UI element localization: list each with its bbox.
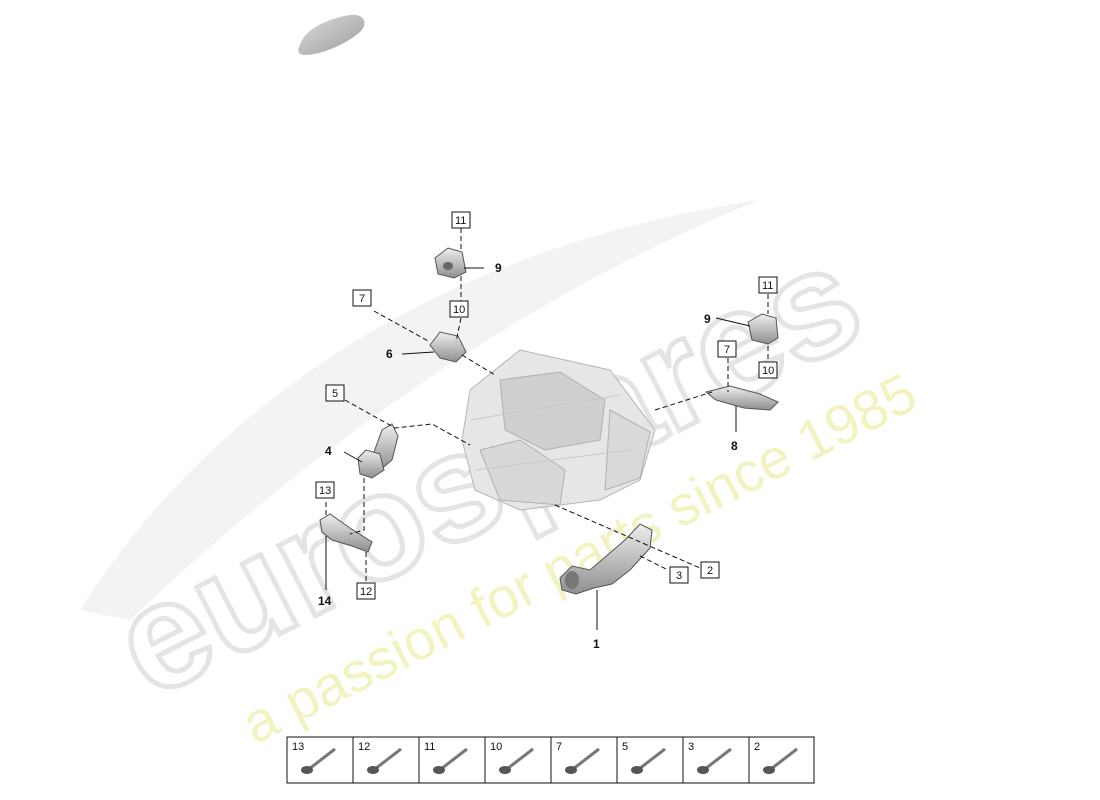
svg-text:7: 7 xyxy=(359,293,365,305)
bolt-icon xyxy=(367,747,402,774)
part-9-top-mount xyxy=(434,247,467,279)
hardware-number: 7 xyxy=(556,741,562,753)
hardware-cell-11: 11 xyxy=(418,737,468,783)
hardware-number: 10 xyxy=(490,741,502,753)
part-14-bracket xyxy=(319,513,373,553)
svg-text:13: 13 xyxy=(319,485,331,497)
hardware-cell-2: 2 xyxy=(748,737,798,783)
hardware-cell-7: 7 xyxy=(550,737,600,783)
bolt-icon xyxy=(499,747,534,774)
box-7-right: 7 xyxy=(717,340,737,358)
hardware-cell-10: 10 xyxy=(484,737,534,783)
callout-1: 1 xyxy=(593,637,600,651)
hardware-number: 13 xyxy=(292,741,304,753)
part-6-bracket xyxy=(429,331,467,363)
bolt-icon xyxy=(697,747,732,774)
box-11-right: 11 xyxy=(758,276,778,294)
box-11-top: 11 xyxy=(451,211,471,229)
part-4-mount xyxy=(357,423,399,479)
svg-text:7: 7 xyxy=(724,344,730,356)
bolt-icon xyxy=(565,747,600,774)
hardware-number: 12 xyxy=(358,741,370,753)
box-10-right: 10 xyxy=(758,361,778,379)
callout-9-top: 9 xyxy=(495,261,502,275)
hardware-strip: 13 12 11 10 7 5 3 2 xyxy=(286,736,815,784)
part-1-bracket xyxy=(559,523,653,595)
hardware-cell-13: 13 xyxy=(292,741,336,774)
part-8-bracket xyxy=(704,385,779,411)
bolt-icon xyxy=(301,747,336,774)
svg-text:10: 10 xyxy=(453,304,465,316)
box-12: 12 xyxy=(356,582,376,600)
dashed-leaders xyxy=(325,228,769,582)
bolt-icon xyxy=(433,747,468,774)
callout-14: 14 xyxy=(318,594,332,608)
bolt-icon xyxy=(631,747,666,774)
svg-text:2: 2 xyxy=(707,565,713,577)
box-5: 5 xyxy=(325,384,345,402)
svg-text:11: 11 xyxy=(762,280,773,292)
box-13: 13 xyxy=(315,481,335,499)
hardware-cell-3: 3 xyxy=(682,737,732,783)
hardware-number: 5 xyxy=(622,741,628,753)
hardware-number: 3 xyxy=(688,741,694,753)
svg-text:12: 12 xyxy=(360,586,372,598)
solid-leaders xyxy=(325,267,751,630)
box-2: 2 xyxy=(700,561,720,579)
box-10-top: 10 xyxy=(449,300,469,318)
bolt-icon xyxy=(763,747,798,774)
hardware-cell-5: 5 xyxy=(616,737,666,783)
watermark-swoosh xyxy=(80,200,760,620)
hardware-number: 11 xyxy=(424,741,435,753)
callout-4: 4 xyxy=(325,444,332,458)
svg-text:3: 3 xyxy=(676,570,682,582)
hardware-number: 2 xyxy=(754,741,760,753)
box-7-left: 7 xyxy=(352,289,372,307)
car-thumbnail-icon xyxy=(298,14,365,55)
hardware-cell-12: 12 xyxy=(352,737,402,783)
electric-drive-unit xyxy=(461,349,656,511)
svg-text:10: 10 xyxy=(762,365,774,377)
part-9-right-mount xyxy=(747,313,779,345)
callout-9-right: 9 xyxy=(704,312,711,326)
box-3: 3 xyxy=(669,566,689,584)
svg-text:5: 5 xyxy=(332,388,338,400)
callout-8: 8 xyxy=(731,439,738,453)
callout-6: 6 xyxy=(386,347,393,361)
svg-text:11: 11 xyxy=(455,215,466,227)
